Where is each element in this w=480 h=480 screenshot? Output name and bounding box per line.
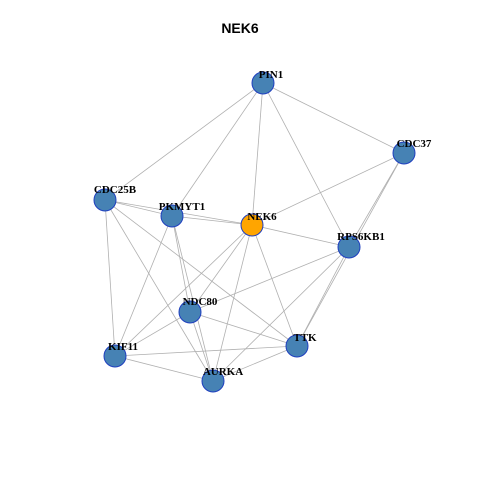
edge-ndc80-ttk xyxy=(189,311,298,347)
nodes-layer xyxy=(93,71,416,393)
node-kif11 xyxy=(103,344,127,368)
node-aurka xyxy=(201,369,225,393)
edge-pin1-cdc25b xyxy=(104,82,264,201)
node-pin1 xyxy=(251,71,275,95)
node-nek6 xyxy=(240,213,264,237)
node-ttk xyxy=(285,334,309,358)
node-cdc37 xyxy=(392,141,416,165)
edge-pin1-nek6 xyxy=(251,82,264,226)
node-label-kif11: KIF11 xyxy=(108,341,138,353)
node-label-cdc37: CDC37 xyxy=(397,138,432,150)
edge-nek6-rps6kb1 xyxy=(251,224,350,248)
node-pkmyt1 xyxy=(160,204,184,228)
edge-pin1-pkmyt1 xyxy=(171,82,264,217)
edge-pkmyt1-kif11 xyxy=(114,215,173,357)
edge-ndc80-aurka xyxy=(189,311,214,382)
edge-pin1-rps6kb1 xyxy=(262,82,350,248)
node-label-pin1: PIN1 xyxy=(259,69,283,81)
edge-nek6-ttk xyxy=(251,224,298,347)
node-ndc80 xyxy=(178,300,202,324)
edge-nek6-aurka xyxy=(212,224,253,382)
edge-cdc25b-ttk xyxy=(104,199,298,347)
node-cdc25b xyxy=(93,188,117,212)
edge-pkmyt1-aurka xyxy=(171,215,214,382)
node-label-aurka: AURKA xyxy=(203,366,243,378)
edge-nek6-kif11 xyxy=(114,224,253,357)
edge-rps6kb1-aurka xyxy=(212,246,350,382)
node-label-nek6: NEK6 xyxy=(247,211,277,223)
edge-cdc37-nek6 xyxy=(251,152,405,226)
node-label-rps6kb1: RPS6KB1 xyxy=(337,231,385,243)
node-label-cdc25b: CDC25B xyxy=(94,184,137,196)
graph-title: NEK6 xyxy=(221,20,259,36)
edge-rps6kb1-ttk xyxy=(296,246,350,347)
edge-pin1-cdc37 xyxy=(262,82,405,154)
edge-ndc80-kif11 xyxy=(114,311,191,357)
node-label-pkmyt1: PKMYT1 xyxy=(159,201,205,213)
edge-pkmyt1-nek6 xyxy=(171,215,253,226)
edge-rps6kb1-ndc80 xyxy=(189,246,350,313)
edge-cdc25b-kif11 xyxy=(104,199,116,357)
edge-kif11-aurka xyxy=(114,355,214,382)
edge-ttk-aurka xyxy=(212,345,298,382)
edge-kif11-ttk xyxy=(114,345,298,357)
edge-nek6-ndc80 xyxy=(189,224,253,313)
edge-pkmyt1-ndc80 xyxy=(171,215,191,313)
node-rps6kb1 xyxy=(337,235,361,259)
node-label-ttk: TTK xyxy=(293,332,317,344)
edge-cdc25b-aurka xyxy=(104,199,214,382)
edge-cdc37-rps6kb1 xyxy=(348,152,405,248)
node-label-ndc80: NDC80 xyxy=(183,296,218,308)
